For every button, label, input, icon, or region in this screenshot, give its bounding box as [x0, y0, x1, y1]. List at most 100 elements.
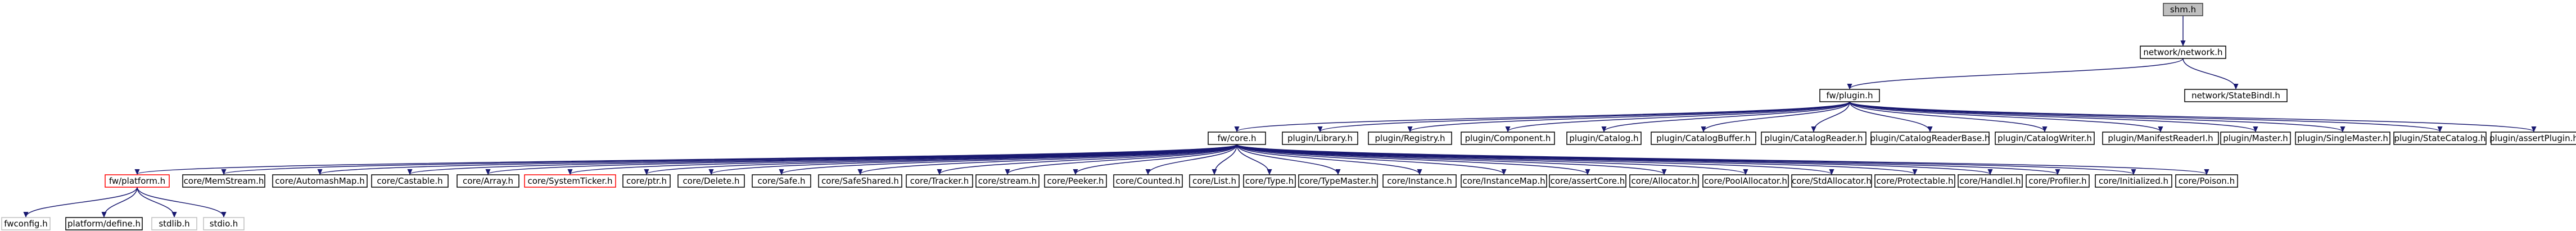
node-c_allocator[interactable]: core/Allocator.h	[1629, 174, 1699, 188]
node-c_instance[interactable]: core/Instance.h	[1382, 174, 1457, 188]
node-c_poison[interactable]: core/Poison.h	[2175, 174, 2238, 188]
node-box	[2026, 174, 2090, 188]
node-box	[2295, 132, 2390, 145]
edge-plugin-to-p_manifest	[1849, 101, 2161, 132]
node-c_automashmap[interactable]: core/AutomashMap.h	[272, 174, 368, 188]
node-c_castable[interactable]: core/Castable.h	[371, 174, 449, 188]
node-c_counted[interactable]: core/Counted.h	[1113, 174, 1183, 188]
node-box	[1461, 174, 1547, 188]
node-box	[975, 174, 1040, 188]
node-c_protectable[interactable]: core/Protectable.h	[1874, 174, 1955, 188]
edge-platform-to-platform_define	[104, 187, 138, 217]
node-c_delete[interactable]: core/Delete.h	[677, 174, 745, 188]
edge-core-to-c_assertcore	[1236, 144, 1588, 174]
node-c_handlei[interactable]: core/HandleI.h	[1958, 174, 2023, 188]
node-c_profiler[interactable]: core/Profiler.h	[2026, 174, 2090, 188]
edge-core-to-c_counted	[1148, 144, 1237, 174]
edge-plugin-to-p_registry	[1410, 101, 1850, 132]
edge-core-to-c_poison	[1236, 144, 2207, 174]
edge-core-to-c_safeshared	[860, 144, 1237, 174]
node-statebindi[interactable]: network/StateBindI.h	[2184, 89, 2288, 102]
node-p_master[interactable]: plugin/Master.h	[2220, 132, 2291, 145]
node-core[interactable]: fw/core.h	[1208, 132, 1266, 145]
node-c_poolallocator[interactable]: core/PoolAllocator.h	[1702, 174, 1789, 188]
edge-plugin-to-p_library	[1320, 101, 1850, 132]
node-box	[1368, 132, 1452, 145]
node-p_catreaderbase[interactable]: plugin/CatalogReaderBase.h	[1870, 132, 1990, 145]
node-label: plugin/Registry.h	[1375, 133, 1445, 143]
edge-plugin-to-p_catbuf	[1703, 101, 1850, 132]
nodes-layer: shm.h network/network.h fw/plugin.h network…	[1, 3, 2576, 230]
edge-core-to-c_castable	[410, 144, 1237, 174]
node-p_catalog[interactable]: plugin/Catalog.h	[1566, 132, 1642, 145]
node-label: plugin/CatalogBuffer.h	[1656, 133, 1750, 143]
node-box	[1298, 174, 1378, 188]
edge-core-to-c_typemaster	[1236, 144, 1338, 174]
node-c_ptr[interactable]: core/ptr.h	[622, 174, 671, 188]
node-label: core/InstanceMap.h	[1462, 176, 1545, 186]
node-box	[622, 174, 671, 188]
edge-platform-to-fwconfig	[26, 187, 138, 217]
node-platform[interactable]: fw/platform.h	[105, 174, 170, 188]
node-plugin[interactable]: fw/plugin.h	[1819, 89, 1880, 102]
node-c_array[interactable]: core/Array.h	[457, 174, 519, 188]
edge-core-to-c_stream	[1007, 144, 1237, 174]
node-platform_define[interactable]: platform/define.h	[65, 217, 143, 230]
node-p_assertplugin[interactable]: plugin/assertPlugin.h	[2489, 132, 2576, 145]
node-label: core/Peeker.h	[1047, 176, 1104, 186]
edge-platform-to-stdio	[137, 187, 224, 217]
node-shm[interactable]: shm.h	[2163, 3, 2203, 16]
edge-core-to-c_delete	[711, 144, 1237, 174]
node-label: fw/platform.h	[109, 176, 165, 186]
node-p_statecatalog[interactable]: plugin/StateCatalog.h	[2393, 132, 2487, 145]
node-box	[1208, 132, 1266, 145]
node-box	[1461, 132, 1555, 145]
node-p_component[interactable]: plugin/Component.h	[1461, 132, 1555, 145]
node-label: plugin/Catalog.h	[1569, 133, 1638, 143]
node-c_peeker[interactable]: core/Peeker.h	[1044, 174, 1107, 188]
node-box	[752, 174, 811, 188]
edge-plugin-to-p_master	[1849, 101, 2256, 132]
node-c_systemticker[interactable]: core/SystemTicker.h	[524, 174, 616, 188]
node-c_safe[interactable]: core/Safe.h	[752, 174, 811, 188]
node-label: core/Type.h	[1245, 176, 1294, 186]
node-label: core/MemStream.h	[184, 176, 264, 186]
node-box	[371, 174, 449, 188]
node-c_tracker[interactable]: core/Tracker.h	[906, 174, 973, 188]
edge-core-to-c_allocator	[1236, 144, 1664, 174]
node-c_list[interactable]: core/List.h	[1189, 174, 1240, 188]
node-box	[2393, 132, 2487, 145]
node-label: core/Initialized.h	[2099, 176, 2168, 186]
node-c_safeshared[interactable]: core/SafeShared.h	[818, 174, 902, 188]
node-p_catreader[interactable]: plugin/CatalogReader.h	[1761, 132, 1867, 145]
node-p_manifest[interactable]: plugin/ManifestReaderI.h	[2102, 132, 2219, 145]
node-c_stream[interactable]: core/stream.h	[975, 174, 1040, 188]
node-label: core/Counted.h	[1115, 176, 1180, 186]
node-box	[1189, 174, 1240, 188]
node-label: core/assertCore.h	[1551, 176, 1625, 186]
node-box	[151, 217, 197, 230]
node-c_initialized[interactable]: core/Initialized.h	[2095, 174, 2172, 188]
node-c_stdallocator[interactable]: core/StdAllocator.h	[1791, 174, 1872, 188]
edge-core-to-c_peeker	[1075, 144, 1237, 174]
node-p_catwriter[interactable]: plugin/CatalogWriter.h	[1995, 132, 2095, 145]
node-c_typemaster[interactable]: core/TypeMaster.h	[1298, 174, 1378, 188]
node-stdio: stdio.h	[203, 217, 245, 230]
node-network[interactable]: network/network.h	[2140, 46, 2226, 59]
edges-layer	[26, 15, 2534, 217]
edge-core-to-c_poolallocator	[1236, 144, 1746, 174]
node-p_registry[interactable]: plugin/Registry.h	[1368, 132, 1452, 145]
edge-plugin-to-p_component	[1508, 101, 1850, 132]
node-c_memstream[interactable]: core/MemStream.h	[182, 174, 265, 188]
node-p_catbuf[interactable]: plugin/CatalogBuffer.h	[1651, 132, 1756, 145]
node-c_type[interactable]: core/Type.h	[1243, 174, 1296, 188]
node-c_assertcore[interactable]: core/assertCore.h	[1549, 174, 1626, 188]
node-c_instancemap[interactable]: core/InstanceMap.h	[1461, 174, 1547, 188]
node-box	[524, 174, 616, 188]
edge-network-to-statebindi	[2182, 58, 2236, 89]
edge-plugin-to-p_catwriter	[1849, 101, 2045, 132]
node-p_singlemaster[interactable]: plugin/SingleMaster.h	[2295, 132, 2390, 145]
node-box	[1761, 132, 1867, 145]
node-p_library[interactable]: plugin/Library.h	[1282, 132, 1358, 145]
